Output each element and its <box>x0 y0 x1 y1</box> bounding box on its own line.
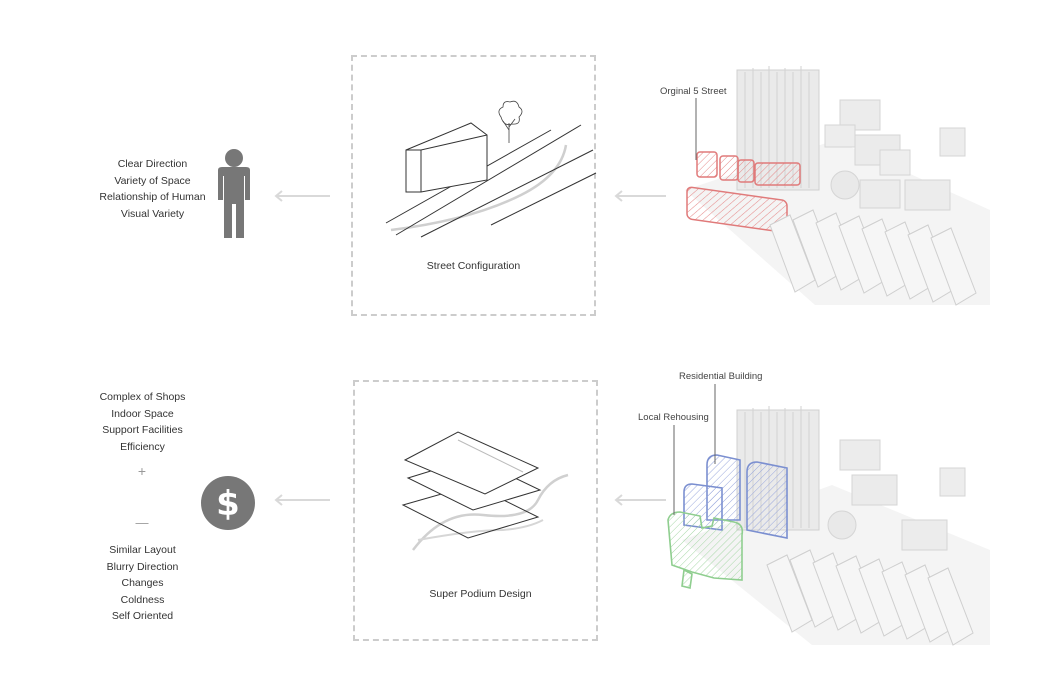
arrow-left-1 <box>274 190 330 202</box>
row2-pro-1: Complex of Shops <box>99 391 186 403</box>
row2-con-3: Changes <box>121 577 164 589</box>
callout-residential-building: Residential Building <box>679 371 763 382</box>
row1-benefit-4: Visual Variety <box>120 207 185 220</box>
row2-pro-4: Efficiency <box>120 440 165 453</box>
street-configuration-sketch <box>385 100 597 238</box>
row2-con-5: Self Oriented <box>111 610 174 622</box>
street-configuration-caption: Street Configuration <box>426 260 521 272</box>
row2-pro-2: Indoor Space <box>111 407 174 420</box>
row2-con-2: Blurry Direction <box>106 560 179 573</box>
callout-line-rehousing <box>673 425 675 515</box>
city-model-podium <box>667 406 990 646</box>
plus-symbol: + <box>137 463 147 479</box>
dollar-icon: $ <box>201 476 255 530</box>
callout-local-rehousing: Local Rehousing <box>638 412 709 423</box>
row1-benefit-1: Clear Direction <box>117 158 188 170</box>
row1-benefit-3: Relationship of Human <box>99 191 206 203</box>
callout-line-residential <box>714 384 716 464</box>
street-configuration-frame <box>351 55 596 316</box>
row2-pro-3: Support Facilities <box>102 424 183 436</box>
callout-line-original-streets <box>695 98 697 160</box>
minus-symbol: — <box>135 515 149 530</box>
arrow-left-2 <box>614 190 666 202</box>
row2-cons-list: Similar Layout Blurry Direction Changes … <box>60 542 225 625</box>
super-podium-caption: Super Podium Design <box>429 588 532 600</box>
city-model-original-streets <box>685 66 990 306</box>
row2-con-1: Similar Layout <box>109 544 176 556</box>
row2-pros-list: Complex of Shops Indoor Space Support Fa… <box>60 389 225 455</box>
row1-benefit-list: Clear Direction Variety of Space Relatio… <box>60 156 245 222</box>
person-icon <box>218 149 250 238</box>
row1-benefit-2: Variety of Space <box>114 174 191 187</box>
arrow-left-3 <box>274 494 330 506</box>
super-podium-frame <box>353 380 598 641</box>
super-podium-sketch <box>401 431 569 551</box>
svg-text:$: $ <box>216 484 240 524</box>
row2-con-4: Coldness <box>120 593 165 606</box>
callout-original-streets: Orginal 5 Street <box>660 86 727 97</box>
arrow-left-4 <box>614 494 666 506</box>
